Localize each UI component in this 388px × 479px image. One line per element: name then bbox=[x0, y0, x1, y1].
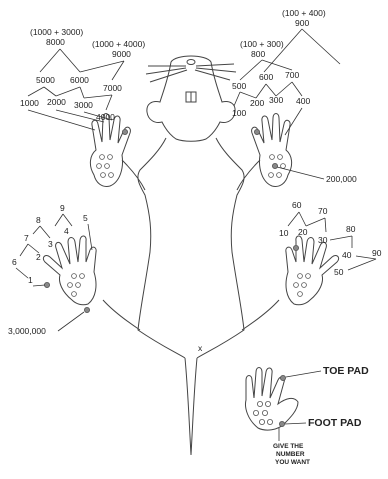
mid-6000: 6000 bbox=[70, 75, 89, 85]
low-30: 30 bbox=[318, 235, 328, 245]
mid-600: 600 bbox=[259, 72, 273, 82]
low-3: 3 bbox=[48, 239, 53, 249]
note-line-3: YOU WANT bbox=[275, 459, 310, 466]
group-100-300: (100 + 300) bbox=[240, 39, 284, 49]
low-50: 50 bbox=[334, 267, 344, 277]
mid-700: 700 bbox=[285, 70, 299, 80]
group-100-400: (100 + 400) bbox=[282, 8, 326, 18]
toe-pad-1 bbox=[44, 282, 49, 287]
left-hind-labels: 9 8 7 6 5 4 3 2 1 3,000,000 bbox=[8, 203, 92, 336]
high-70: 70 bbox=[318, 206, 328, 216]
toe-3000: 3000 bbox=[74, 100, 93, 110]
left-front-hand bbox=[90, 114, 130, 187]
right-hind-foot bbox=[286, 236, 339, 305]
foot-pad-3000000 bbox=[84, 307, 89, 312]
toe-2000: 2000 bbox=[47, 97, 66, 107]
legend-foot-pad bbox=[279, 421, 284, 426]
high-90: 90 bbox=[372, 248, 382, 258]
low-20: 20 bbox=[298, 227, 308, 237]
toe-pad-20 bbox=[293, 245, 298, 250]
note-line-1: GIVE THE bbox=[273, 443, 304, 450]
foot-pad-200000 bbox=[272, 163, 277, 168]
sum-900: 900 bbox=[295, 18, 309, 28]
sum-9000: 9000 bbox=[112, 49, 131, 59]
mid-6: 6 bbox=[12, 257, 17, 267]
mid-7: 7 bbox=[24, 233, 29, 243]
toe-300: 300 bbox=[269, 95, 283, 105]
low-2: 2 bbox=[36, 252, 41, 262]
group-1000-3000: (1000 + 3000) bbox=[30, 27, 83, 37]
low-40: 40 bbox=[342, 250, 352, 260]
high-60: 60 bbox=[292, 200, 302, 210]
sum-8000: 8000 bbox=[46, 37, 65, 47]
mid-5000: 5000 bbox=[36, 75, 55, 85]
mid-5: 5 bbox=[83, 213, 88, 223]
mid-8: 8 bbox=[36, 215, 41, 225]
group-1000-4000: (1000 + 4000) bbox=[92, 39, 145, 49]
legend-hand bbox=[246, 368, 299, 431]
toe-200: 200 bbox=[250, 98, 264, 108]
sum-800: 800 bbox=[251, 49, 265, 59]
toe-100: 100 bbox=[232, 108, 246, 118]
legend-toe-pad bbox=[280, 375, 285, 380]
low-4: 4 bbox=[64, 226, 69, 236]
mid-500: 500 bbox=[232, 81, 246, 91]
mouse-body bbox=[103, 56, 279, 455]
right-front-hand bbox=[252, 114, 292, 187]
pad-200000: 200,000 bbox=[326, 174, 357, 184]
label-toe-pad: TOE PAD bbox=[323, 365, 369, 377]
left-front-labels: (1000 + 3000) 8000 (1000 + 4000) 9000 50… bbox=[20, 27, 145, 130]
high-80: 80 bbox=[346, 224, 356, 234]
toe-pad-100 bbox=[254, 129, 259, 134]
toe-pad-4000 bbox=[122, 129, 127, 134]
toe-400: 400 bbox=[296, 96, 310, 106]
right-front-labels: (100 + 400) 900 (100 + 300) 800 500 600 … bbox=[232, 8, 357, 184]
mid-7000: 7000 bbox=[103, 83, 122, 93]
tail-mark: x bbox=[198, 343, 203, 353]
low-1: 1 bbox=[28, 275, 33, 285]
legend-labels: TOE PAD FOOT PAD GIVE THE NUMBER YOU WAN… bbox=[273, 365, 369, 466]
note-line-2: NUMBER bbox=[276, 451, 305, 458]
low-10: 10 bbox=[279, 228, 289, 238]
pad-3000000: 3,000,000 bbox=[8, 326, 46, 336]
label-foot-pad: FOOT PAD bbox=[308, 417, 362, 429]
mid-9: 9 bbox=[60, 203, 65, 213]
right-hind-labels: 60 70 80 90 10 20 30 40 50 bbox=[279, 200, 382, 277]
toe-1000: 1000 bbox=[20, 98, 39, 108]
